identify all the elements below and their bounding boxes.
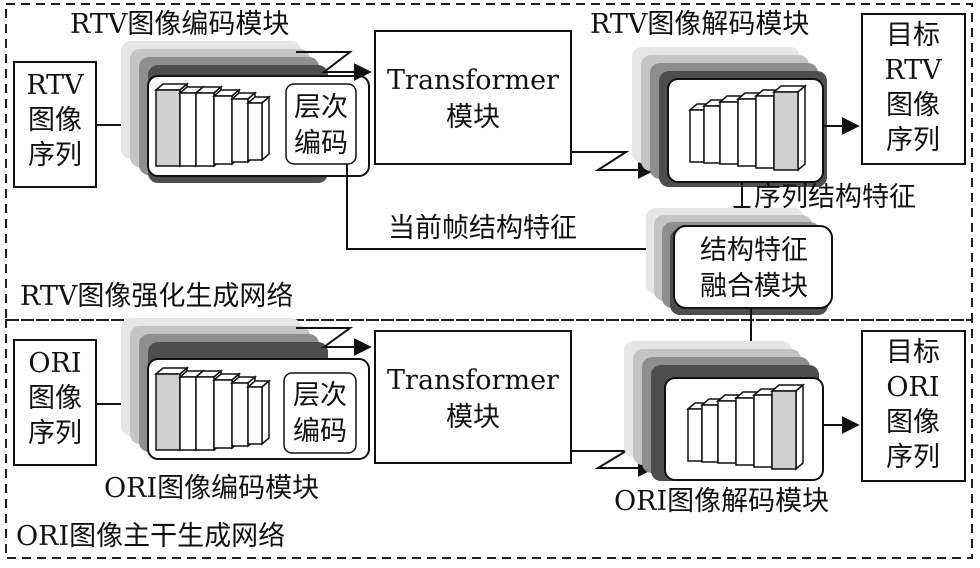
ori-hier-box xyxy=(283,372,357,454)
rtv-hier-box xyxy=(285,83,357,165)
ori-target-line1: 目标 xyxy=(886,337,940,368)
rtv-fusion-line2: 融合模块 xyxy=(700,271,808,302)
ori-transformer-line2: 模块 xyxy=(446,402,500,433)
ori-encoder-title: ORI图像编码模块 xyxy=(104,473,319,504)
rtv-seq-struct-label: 序列结构特征 xyxy=(754,182,916,213)
ori-hier-line1: 层次 xyxy=(293,380,347,411)
rtv-target-line2: RTV xyxy=(884,55,942,86)
rtv-input-line1: RTV xyxy=(26,70,84,101)
rtv-target-box xyxy=(861,13,966,165)
ori-target-box xyxy=(861,330,966,482)
ori-input-line1: ORI xyxy=(28,348,81,379)
rtv-fusion-line1: 结构特征 xyxy=(700,235,808,266)
ori-encoder-stack xyxy=(121,318,370,460)
ori-target-line4: 序列 xyxy=(886,442,940,473)
rtv-cur-frame-label: 当前帧结构特征 xyxy=(388,213,577,244)
ori-input-line2: 图像 xyxy=(28,383,82,414)
rtv-network-label: RTV图像强化生成网络 xyxy=(20,281,293,312)
ori-input-line3: 序列 xyxy=(28,418,82,449)
rtv-transformer-line2: 模块 xyxy=(446,102,500,133)
rtv-hier-line1: 层次 xyxy=(294,92,348,123)
ori-transformer-box xyxy=(374,330,572,464)
rtv-input-line2: 图像 xyxy=(28,105,82,136)
ori-hier-line2: 编码 xyxy=(293,416,347,447)
rtv-transformer-line1: Transformer xyxy=(387,65,559,96)
ori-transformer-line1: Transformer xyxy=(387,365,559,396)
rtv-network-region xyxy=(5,3,973,321)
rtv-decoder-stack xyxy=(632,47,827,187)
ori-target-line3: 图像 xyxy=(886,407,940,438)
ori-network-label: ORI图像主干生成网络 xyxy=(16,521,285,552)
ori-network-region xyxy=(5,319,973,559)
rtv-target-line3: 图像 xyxy=(886,90,940,121)
rtv-target-line4: 序列 xyxy=(886,125,940,156)
rtv-fusion-box xyxy=(673,225,833,309)
rtv-encoder-title: RTV图像编码模块 xyxy=(70,9,289,40)
ori-decoder-title: ORI图像解码模块 xyxy=(614,486,829,517)
rtv-decoder-title: RTV图像解码模块 xyxy=(590,9,809,40)
ori-input-box xyxy=(13,339,97,466)
rtv-target-line1: 目标 xyxy=(886,20,940,51)
rtv-transformer-box xyxy=(374,30,572,165)
rtv-input-box xyxy=(13,61,97,188)
ori-target-line2: ORI xyxy=(886,372,939,403)
rtv-input-line3: 序列 xyxy=(28,140,82,171)
ori-decoder-stack xyxy=(624,341,824,481)
rtv-encoder-stack xyxy=(121,41,370,183)
rtv-fusion-stack xyxy=(646,208,833,315)
rtv-hier-line2: 编码 xyxy=(294,128,348,159)
